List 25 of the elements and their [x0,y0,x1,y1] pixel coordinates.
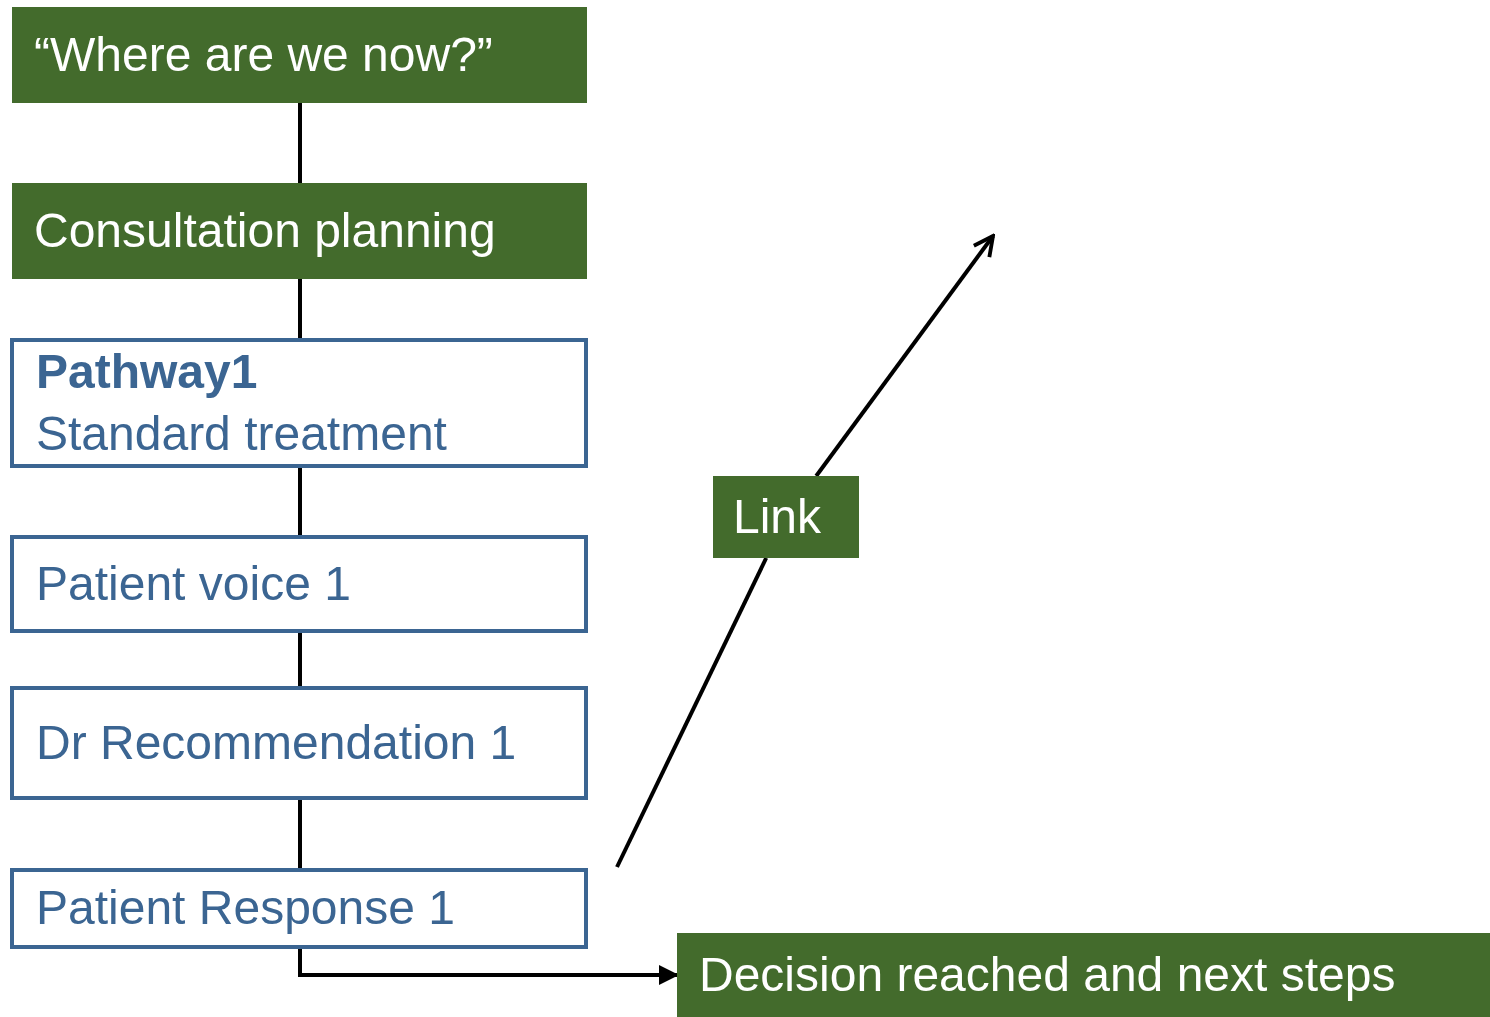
connector-line [298,800,302,868]
box-heading: Pathway1 [36,343,259,400]
stage-box [713,476,859,558]
step-box [10,535,588,633]
box-label: Consultation planning [34,202,497,259]
connector-line [298,633,302,686]
connector-line [298,468,302,535]
step-box [10,868,588,949]
stage-box [677,933,1490,1017]
box-label: Dr Recommendation 1 [36,714,518,771]
stage-box [12,7,587,103]
arrow [814,234,995,478]
box-label: Standard treatment [36,406,448,462]
box-label: Patient voice 1 [36,555,352,612]
connector-line [615,557,768,868]
stage-box [12,183,587,279]
box-label: Patient Response 1 [36,880,456,937]
arrow [298,949,679,985]
step-box [10,338,588,468]
box-label: “Where are we now?” [34,26,494,83]
connector-line [298,279,302,338]
connector-line [298,103,302,183]
box-label: Link [733,488,823,545]
step-box [10,686,588,800]
box-label: Decision reached and next steps [699,946,1397,1003]
